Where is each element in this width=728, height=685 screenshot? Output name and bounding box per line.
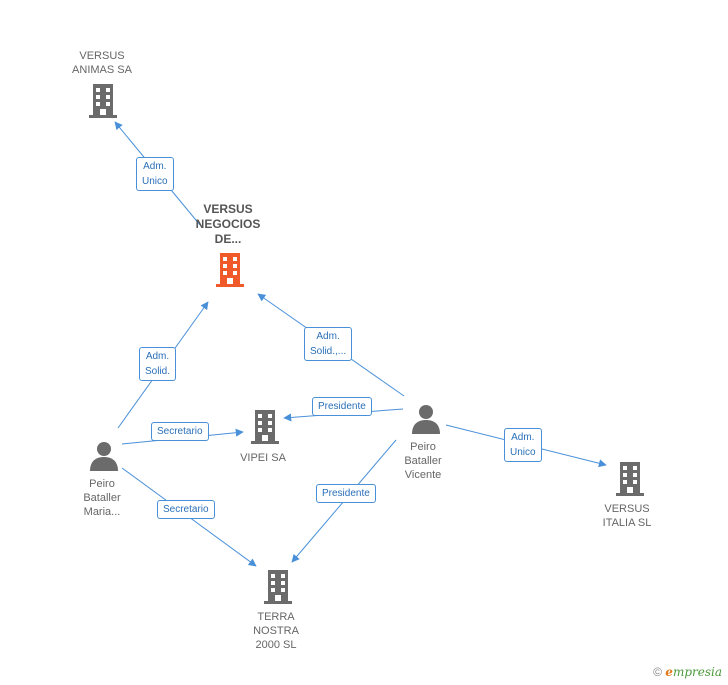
node-label-versus-animas: VERSUS ANIMAS SA [72, 50, 132, 76]
building-main-icon[interactable] [214, 253, 246, 287]
edge-label-adm-solid[interactable]: Adm. Solid.,... [304, 327, 353, 361]
building-icon[interactable] [249, 410, 281, 444]
node-label-peiro-vicente: Peiro Bataller Vicente [404, 441, 442, 481]
edge-label-secretario[interactable]: Secretario [151, 422, 209, 441]
building-icon[interactable] [262, 570, 294, 604]
node-label-versus-negocios: VERSUS NEGOCIOS DE... [195, 202, 261, 246]
edge-label-presidente[interactable]: Presidente [312, 397, 372, 416]
edge-label-adm-unico[interactable]: Adm. Unico [136, 157, 174, 191]
edge-label-secretario[interactable]: Secretario [157, 500, 215, 519]
edge-label-adm-unico[interactable]: Adm. Unico [504, 428, 542, 462]
edge-label-adm-solid[interactable]: Adm. Solid. [139, 347, 177, 381]
person-icon[interactable] [89, 441, 119, 471]
footer-brand: © empresia [653, 665, 722, 679]
node-label-terra-nostra: TERRA NOSTRA 2000 SL [253, 611, 299, 651]
copyright-icon: © [653, 665, 662, 679]
brand-logo: empresia [665, 665, 722, 679]
edge-label-presidente[interactable]: Presidente [316, 484, 376, 503]
node-label-versus-italia: VERSUS ITALIA SL [602, 503, 652, 529]
node-label-vipei: VIPEI SA [240, 452, 286, 464]
node-label-peiro-maria: Peiro Bataller Maria... [83, 478, 121, 518]
building-icon[interactable] [87, 84, 119, 118]
building-icon[interactable] [614, 462, 646, 496]
person-icon[interactable] [411, 404, 441, 434]
